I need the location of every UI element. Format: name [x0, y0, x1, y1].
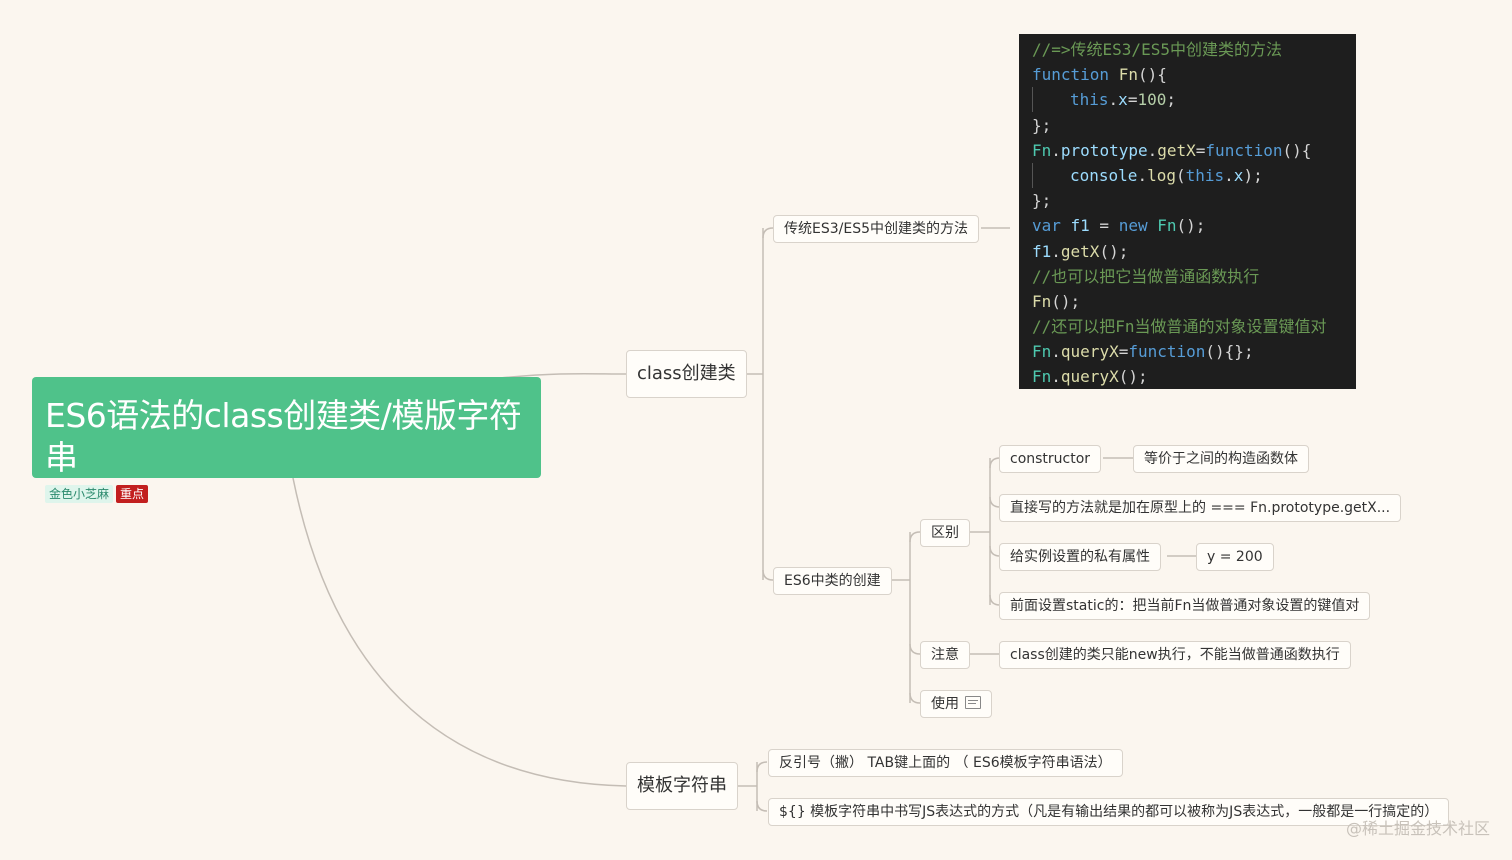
code-token: . — [1051, 140, 1061, 160]
node-traditional[interactable]: 传统ES3/ES5中创建类的方法 — [773, 215, 979, 243]
important-tag: 重点 — [116, 485, 149, 503]
code-token: Fn — [1032, 342, 1052, 362]
usage-label: 使用 — [931, 696, 959, 712]
node-backtick[interactable]: 反引号（撇） TAB键上面的 （ ES6模板字符串语法） — [768, 749, 1123, 777]
code-line: Fn.queryX(); — [1032, 364, 1356, 389]
code-token: getX — [1060, 241, 1100, 261]
node-private-value[interactable]: y = 200 — [1196, 543, 1274, 571]
code-token: . — [1051, 367, 1061, 387]
author-tag: 金色小芝麻 — [45, 485, 114, 503]
code-line: Fn.prototype.getX=function(){ — [1032, 138, 1356, 163]
code-token: x — [1233, 165, 1244, 185]
code-token: console — [1070, 165, 1138, 185]
code-token: ( — [1175, 165, 1186, 185]
node-usage[interactable]: 使用 — [920, 690, 992, 718]
code-token: log — [1147, 165, 1176, 185]
code-token: = — [1195, 140, 1206, 160]
code-token: new — [1118, 216, 1158, 236]
code-token: . — [1051, 241, 1061, 261]
code-token: function — [1128, 342, 1206, 362]
code-token: . — [1137, 165, 1148, 185]
code-token: . — [1147, 140, 1158, 160]
code-token: . — [1108, 90, 1119, 110]
code-token: (); — [1051, 291, 1081, 311]
code-token: Fn — [1032, 140, 1052, 160]
node-constructor-note[interactable]: 等价于之间的构造函数体 — [1133, 445, 1309, 473]
node-diff[interactable]: 区别 — [920, 519, 970, 547]
code-token: (); — [1099, 241, 1129, 261]
code-token: x — [1118, 90, 1128, 110]
code-token: = — [1118, 342, 1129, 362]
code-token: (){ — [1282, 140, 1312, 160]
code-token: ; — [1166, 90, 1176, 110]
code-token: f1 — [1070, 216, 1090, 236]
code-token: getX — [1157, 140, 1196, 160]
node-attention[interactable]: 注意 — [920, 641, 970, 669]
code-token: 100 — [1137, 90, 1167, 110]
root-node[interactable]: ES6语法的class创建类/模版字符串 金色小芝麻重点 — [32, 377, 541, 503]
root-tags: 金色小芝麻重点 — [45, 483, 541, 503]
code-token: var — [1032, 216, 1071, 236]
code-token: queryX — [1060, 342, 1119, 362]
code-line: }; — [1032, 188, 1356, 213]
code-token: . — [1051, 342, 1061, 362]
code-token: //也可以把它当做普通函数执行 — [1032, 266, 1260, 286]
indent-guide — [1032, 87, 1070, 113]
code-token: = — [1127, 90, 1138, 110]
code-token: this — [1185, 165, 1225, 185]
code-line: Fn.queryX=function(){}; — [1032, 339, 1356, 364]
code-token: this — [1070, 90, 1109, 110]
code-line: f1.getX(); — [1032, 239, 1356, 264]
node-expression[interactable]: ${} 模板字符串中书写JS表达式的方式（凡是有输出结果的都可以被称为JS表达式… — [768, 798, 1450, 826]
code-line: Fn(); — [1032, 289, 1356, 314]
code-line: //=>传统ES3/ES5中创建类的方法 — [1032, 37, 1356, 62]
code-line: }; — [1032, 113, 1356, 138]
code-token: Fn — [1118, 65, 1138, 85]
node-private-props[interactable]: 给实例设置的私有属性 — [999, 543, 1161, 571]
code-token: = — [1089, 216, 1119, 236]
code-token: }; — [1032, 115, 1052, 135]
code-line: this.x=100; — [1032, 87, 1356, 113]
code-token: }; — [1032, 191, 1052, 211]
node-es6-class[interactable]: ES6中类的创建 — [773, 567, 892, 595]
code-line: var f1 = new Fn(); — [1032, 213, 1356, 238]
code-token: //=>传统ES3/ES5中创建类的方法 — [1032, 40, 1282, 59]
code-token: . — [1224, 165, 1234, 185]
code-token: Fn — [1032, 291, 1052, 311]
code-token: function — [1032, 65, 1119, 85]
code-token: (); — [1176, 216, 1206, 236]
node-class-create[interactable]: class创建类 — [626, 350, 747, 398]
code-token: function — [1205, 140, 1283, 160]
code-token: (); — [1118, 367, 1148, 387]
watermark: @稀土掘金技术社区 — [1345, 819, 1490, 838]
indent-guide — [1032, 162, 1070, 188]
code-token: f1 — [1032, 241, 1052, 261]
code-line: function Fn(){ — [1032, 62, 1356, 87]
node-prototype-methods[interactable]: 直接写的方法就是加在原型上的 === Fn.prototype.getX... — [999, 494, 1402, 522]
node-constructor[interactable]: constructor — [999, 445, 1102, 473]
node-template-string[interactable]: 模板字符串 — [626, 762, 738, 810]
code-token: ); — [1243, 165, 1263, 185]
code-token: //还可以把Fn当做普通的对象设置键值对 — [1032, 317, 1327, 337]
code-token: Fn — [1032, 367, 1052, 387]
code-token: (){ — [1137, 65, 1167, 85]
code-token: queryX — [1060, 367, 1119, 387]
code-line: //还可以把Fn当做普通的对象设置键值对 — [1032, 314, 1356, 339]
code-token: (){}; — [1205, 342, 1254, 362]
code-token: Fn — [1157, 216, 1177, 236]
node-static[interactable]: 前面设置static的：把当前Fn当做普通对象设置的键值对 — [999, 592, 1371, 620]
code-line: console.log(this.x); — [1032, 162, 1356, 188]
node-attention-note[interactable]: class创建的类只能new执行，不能当做普通函数执行 — [999, 641, 1351, 669]
note-icon[interactable] — [965, 696, 981, 709]
root-title: ES6语法的class创建类/模版字符串 — [45, 396, 522, 477]
code-token: prototype — [1060, 140, 1148, 160]
code-line: //也可以把它当做普通函数执行 — [1032, 264, 1356, 289]
